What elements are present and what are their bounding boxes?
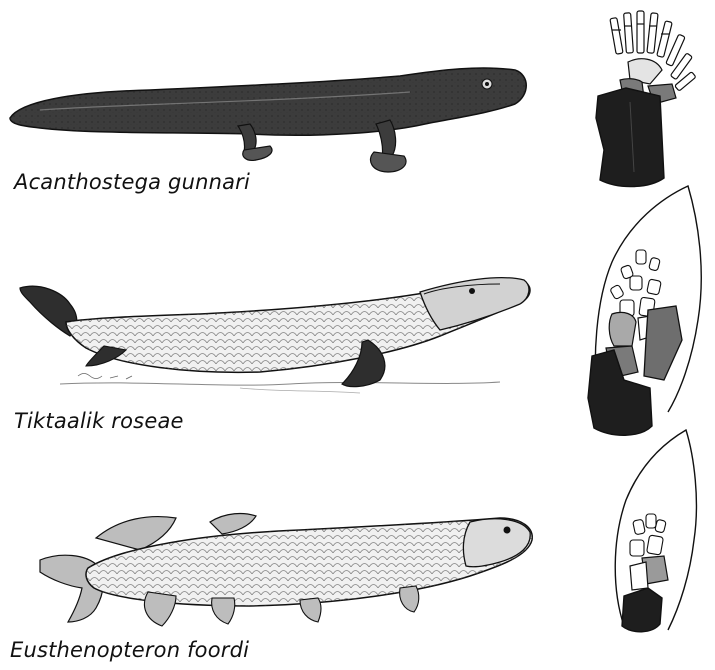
caption-acanthostega: Acanthostega gunnari — [14, 170, 250, 194]
acanthostega-illustration — [10, 68, 526, 172]
caption-eusthenopteron: Eusthenopteron foordi — [10, 638, 249, 662]
tiktaalik-limb-diagram — [588, 186, 701, 435]
acanthostega-limb-diagram — [596, 11, 696, 187]
tiktaalik-illustration — [20, 278, 530, 393]
caption-tiktaalik: Tiktaalik roseae — [14, 409, 184, 433]
eusthenopteron-illustration — [40, 514, 532, 626]
eusthenopteron-limb-diagram — [615, 430, 696, 632]
